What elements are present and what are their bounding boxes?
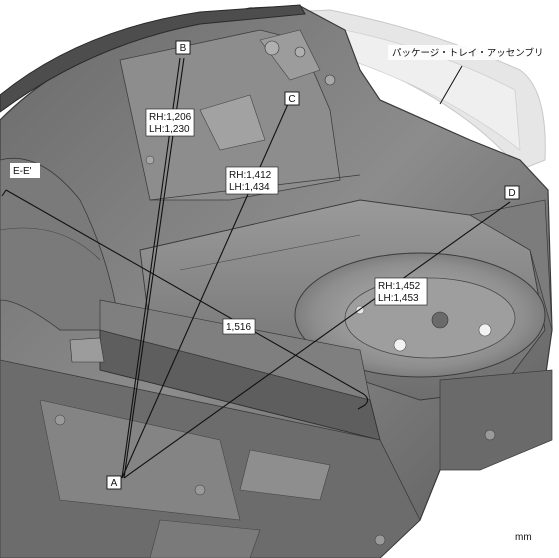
a-b-lh-value: LH:1,230	[149, 124, 190, 135]
unit-label: mm	[515, 532, 532, 543]
point-c-text: C	[288, 94, 295, 105]
e-e-value: 1,516	[226, 322, 251, 333]
dimension-box-a-d: RH:1,452 LH:1,453	[374, 277, 428, 306]
point-ee-text: E-E'	[13, 166, 32, 177]
point-d-text: D	[508, 188, 515, 199]
a-d-rh-value: RH:1,452	[378, 281, 421, 292]
a-c-rh-value: RH:1,412	[229, 170, 272, 181]
dimension-box-e-e: 1,516	[222, 318, 256, 335]
point-label-ee: E-E'	[10, 163, 40, 178]
point-label-d: D	[504, 185, 520, 200]
dimension-e-e	[1, 189, 369, 410]
package-tray-leader	[439, 65, 463, 105]
e-e-dimension-line	[5, 189, 369, 410]
point-label-a: A	[106, 475, 122, 490]
point-b-text: B	[180, 43, 187, 54]
point-a-text: A	[111, 478, 118, 489]
dimension-box-a-b: RH:1,206 LH:1,230	[145, 108, 195, 137]
a-c-lh-value: LH:1,434	[229, 182, 270, 193]
package-tray-label: パッケージ・トレイ・アッセンブリ	[392, 47, 544, 59]
a-d-lh-value: LH:1,453	[378, 293, 419, 304]
a-b-rh-value: RH:1,206	[149, 112, 192, 123]
point-label-c: C	[284, 91, 300, 106]
dimension-box-a-c: RH:1,412 LH:1,434	[225, 166, 279, 195]
car-rear-body	[0, 4, 553, 558]
point-label-b: B	[175, 40, 191, 55]
a-to-d-line	[123, 201, 511, 479]
a-to-c-line	[121, 103, 289, 479]
package-tray-callout: パッケージ・トレイ・アッセンブリ	[388, 45, 556, 60]
